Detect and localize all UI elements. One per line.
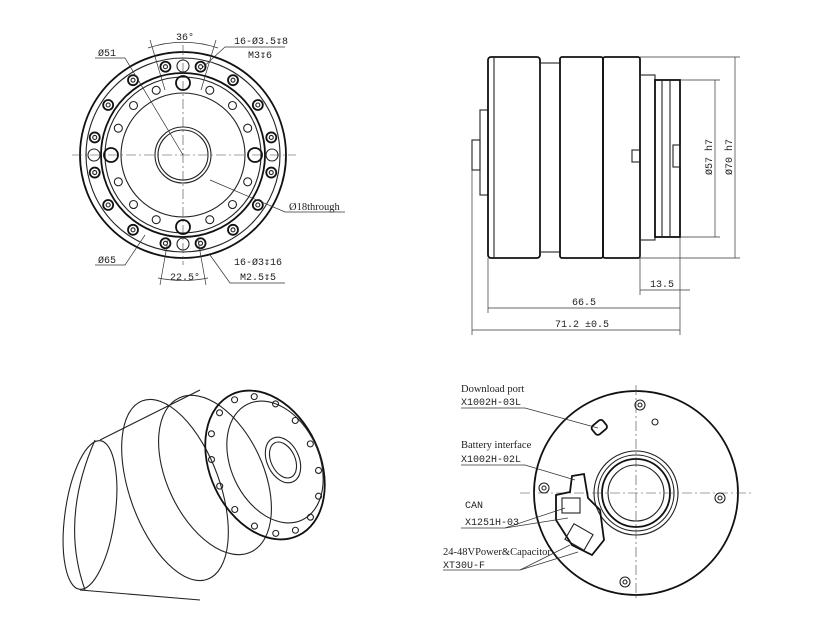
power-part: XT30U-F [443, 561, 485, 572]
battery-interface-part: X1002H-02L [461, 455, 521, 466]
holes-top-label: 16-Ø3.5↧8 [234, 36, 288, 48]
iso-bolt-hole [306, 440, 314, 448]
outer-bolt-hole [227, 223, 239, 236]
outer-bolt-hole-center [92, 134, 98, 140]
thread-top-label: M3↧6 [248, 51, 272, 62]
outer-bolt-hole-center [130, 77, 136, 83]
outer-bolt-hole [265, 131, 278, 144]
thread-bottom-label: M2.5↧5 [240, 273, 276, 284]
iso-bolt-hole [271, 400, 280, 408]
iso-bolt-hole [291, 416, 299, 425]
outer-bolt-hole [265, 166, 278, 179]
iso-bolt-hole [291, 526, 299, 534]
inner-bolt-hole [113, 123, 123, 133]
front-view: 36° 22.5° Ø51 Ø65 Ø18through 16-Ø3.5↧8 M… [72, 32, 345, 286]
angle-36-label: 36° [176, 32, 194, 44]
inner-bolt-hole [151, 215, 161, 225]
iso-bolt-hole [231, 505, 239, 514]
outer-bolt-hole-center [230, 227, 236, 233]
lug-hole [175, 219, 191, 235]
outer-bolt-hole-center [105, 102, 111, 108]
iso-bolt-hole [231, 396, 239, 404]
outer-bolt-hole [159, 237, 172, 250]
lug-hole [103, 147, 119, 163]
inner-bolt-hole [176, 59, 190, 73]
iso-bolt-hole [314, 466, 323, 474]
dia-65-label: Ø65 [98, 255, 116, 267]
outer-bolt-hole [88, 166, 101, 179]
inner-bolt-hole [176, 237, 190, 251]
outer-bolt-hole [127, 223, 139, 236]
dia-57-label: Ø57 h7 [704, 139, 716, 175]
iso-bolt-hole [207, 430, 215, 438]
outer-bolt-hole [194, 60, 207, 73]
can-label: CAN [465, 501, 483, 512]
len-71-2-label: 71.2 ±0.5 [555, 320, 609, 331]
inner-bolt-hole [151, 85, 161, 95]
inner-bolt-hole [205, 215, 215, 225]
outer-bolt-hole [102, 199, 115, 211]
inner-bolt-hole [87, 148, 101, 162]
outer-bolt-hole-center [255, 202, 261, 208]
inner-bolt-hole [227, 199, 238, 210]
download-port-label: Download port [461, 384, 524, 395]
inner-bolt-hole [243, 123, 253, 133]
lug-hole [175, 75, 191, 91]
dia-18-label: Ø18through [289, 202, 340, 213]
angle-22-5-label: 22.5° [170, 272, 200, 284]
outer-bolt-hole [251, 99, 264, 111]
outer-bolt-hole [251, 199, 264, 211]
iso-bolt-hole [250, 522, 259, 530]
inner-bolt-hole [128, 100, 139, 111]
dia-51-label: Ø51 [98, 48, 116, 60]
iso-bolt-hole [215, 409, 224, 417]
inner-bolt-hole [265, 148, 279, 162]
outer-bolt-hole-center [268, 134, 274, 140]
len-13-5-label: 13.5 [650, 280, 674, 291]
outer-bolt-hole [102, 99, 115, 111]
outer-bolt-hole-center [130, 227, 136, 233]
outer-bolt-hole-center [162, 64, 168, 70]
inner-bolt-hole [128, 199, 139, 210]
iso-bolt-hole [272, 529, 280, 537]
rear-view: Download port X1002H-03L Battery interfa… [443, 384, 752, 600]
iso-bolt-hole [306, 513, 315, 521]
dia-70-label: Ø70 h7 [724, 139, 736, 175]
outer-bolt-hole [159, 60, 172, 73]
outer-bolt-hole-center [268, 170, 274, 176]
iso-bolt-hole [250, 393, 258, 401]
outer-bolt-hole-center [198, 64, 204, 70]
iso-bolt-hole [207, 456, 216, 464]
outer-bolt-hole-center [105, 202, 111, 208]
outer-bolt-hole [227, 74, 239, 87]
outer-bolt-hole-center [230, 77, 236, 83]
isometric-view [62, 389, 326, 601]
side-view: Ø57 h7 Ø70 h7 13.5 66.5 71.2 ±0.5 [471, 56, 740, 335]
iso-bolt-hole [315, 492, 323, 500]
iso-bolt-hole [216, 482, 224, 490]
inner-bolt-hole [113, 177, 123, 187]
can-part: X1251H-03 [465, 518, 519, 529]
outer-bolt-hole-center [255, 102, 261, 108]
download-port-part: X1002H-03L [461, 398, 521, 409]
holes-bottom-label: 16-Ø3↧16 [234, 257, 282, 269]
power-label: 24-48VPower&Capacitor [443, 547, 551, 558]
lug-hole [247, 147, 263, 163]
inner-bolt-hole [227, 100, 238, 111]
outer-bolt-hole [194, 237, 207, 250]
inner-bolt-hole [205, 85, 215, 95]
len-66-5-label: 66.5 [572, 298, 596, 309]
outer-bolt-hole-center [92, 170, 98, 176]
outer-bolt-hole [88, 131, 101, 144]
inner-bolt-hole [243, 177, 253, 187]
battery-interface-label: Battery interface [461, 440, 532, 451]
